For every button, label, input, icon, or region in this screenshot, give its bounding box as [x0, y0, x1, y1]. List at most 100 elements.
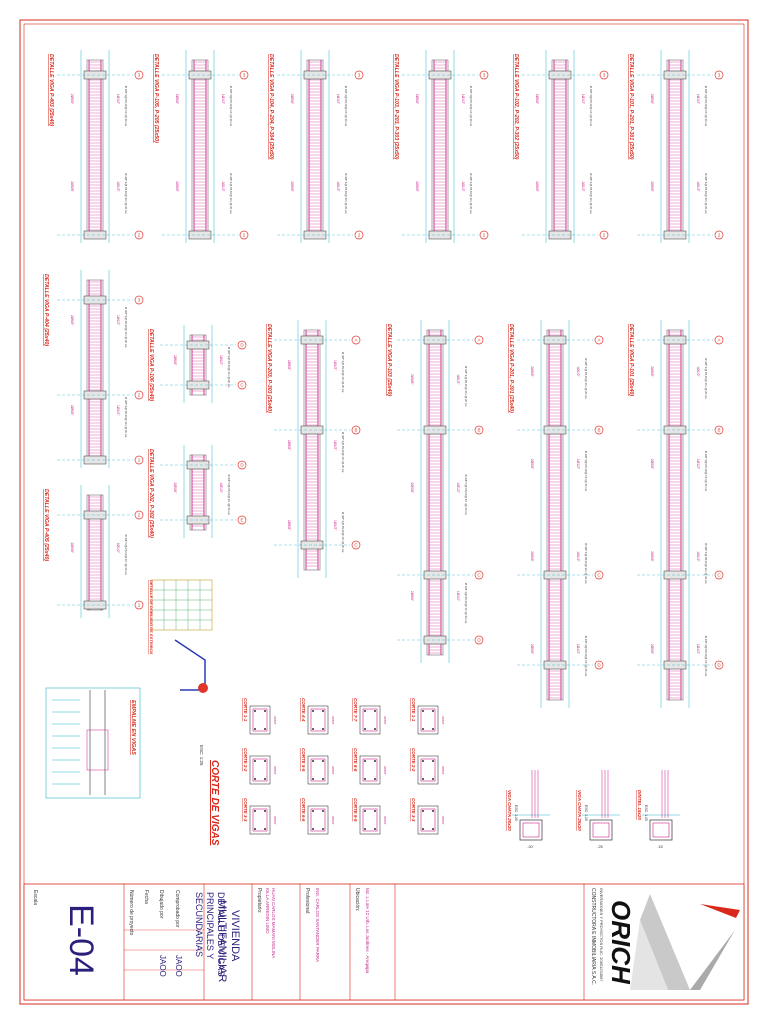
section-outline [307, 755, 329, 785]
grid-axis-label: 2 [483, 233, 486, 238]
grid-axis-label: D [477, 638, 481, 643]
beam-outline [426, 329, 444, 656]
rebar-label: 1Ø1/2" [116, 94, 120, 105]
grid-axis-label: D [240, 463, 244, 468]
rebar-dot [254, 728, 256, 730]
grid-axis-label: C [240, 383, 244, 388]
grid-axis-label: C [477, 573, 481, 578]
sheet-number: E-04 [62, 904, 100, 976]
rebar-label: 2Ø5/8" [650, 94, 654, 105]
grid-axis-bubble [134, 230, 144, 240]
stirrup-note: Ø 3/8":1@.05,10@.10 r@.20 c/e [584, 543, 588, 584]
stirrup-note: Ø 3/8":1@.05,10@.10 r@.20 c/e [704, 358, 708, 399]
rebar-dot [422, 778, 424, 780]
rebar-dot [374, 710, 376, 712]
beam-title: DETALLE VIGA P-104, P-204, P-304 (25x50) [268, 54, 274, 160]
stirrup-note: Ø 3/8":1@.05,10@.10 r@.20 c/e [469, 86, 473, 127]
grid-axis-bubble [594, 570, 604, 580]
section-rebar-label: 2Ø5/8" [273, 716, 277, 725]
grid-axis-label: 2 [718, 233, 721, 238]
rebar-dot [374, 760, 376, 762]
section-stirrup [420, 808, 436, 832]
grid-axis-label: 2 [358, 233, 361, 238]
grid-axis-bubble [474, 425, 484, 435]
rebar-label: 1Ø1/2" [581, 181, 585, 192]
stirrup-note: Ø 3/8":1@.05,10@.10 r@.20 c/e [229, 86, 233, 127]
section-rebar-label: 2Ø5/8" [441, 816, 445, 825]
rebar-dot [364, 710, 366, 712]
rebar-dot [422, 828, 424, 830]
grid-axis-bubble [594, 335, 604, 345]
section-stirrup [252, 708, 268, 732]
grid-axis-bubble [599, 70, 609, 80]
grid-axis-label: 2 [138, 513, 141, 518]
rebar-label: 2Ø5/8" [290, 94, 294, 105]
grid-axis-label: 3 [138, 73, 141, 78]
section-stirrup [362, 708, 378, 732]
stirrup-note: Ø 3/8":1@.05,10@.10 r@.20 c/e [124, 173, 128, 214]
section-outline [249, 805, 271, 835]
grid-axis-bubble [714, 660, 724, 670]
title-block: E-04 Escala Número de proyecto Fecha Dib… [23, 883, 745, 1001]
section-outline [417, 705, 439, 735]
beam-outline [189, 334, 207, 396]
rebar-dot [254, 760, 256, 762]
section-stirrup [252, 808, 268, 832]
grid-axis-label: C [597, 573, 601, 578]
flat-beam-stirrup [522, 822, 540, 838]
section-cut: CORTE 1-1 2Ø5/8" [243, 698, 277, 735]
grid-axis-label: 2 [138, 233, 141, 238]
section-title: CORTE 1-1 [243, 698, 248, 722]
grid-axis-label: D [240, 343, 244, 348]
stirrup-note: Ø 3/8":1@.05,10@.10 r@.20 c/e [464, 583, 468, 624]
rebar-label: 2Ø5/8" [650, 644, 654, 655]
rebar-dot [264, 710, 266, 712]
section-outline [359, 755, 381, 785]
stirrup-note: Ø 3/8":1@.05,10@.10 r@.20 c/e [704, 636, 708, 677]
section-rebar-label: 2Ø5/8" [273, 816, 277, 825]
rebar-label: 2Ø5/8" [530, 459, 534, 470]
grid-axis-label: A [477, 338, 480, 343]
grid-axis-label: 3 [483, 73, 486, 78]
stirrup-note: Ø 3/8":1@.05,10@.10 r@.20 c/e [341, 512, 345, 553]
rebar-label: 2Ø5/8" [650, 459, 654, 470]
owner-sub: HUAN CARLOS MAMANI MOLINA [271, 888, 276, 958]
beam-outline [86, 494, 104, 611]
stirrup-note: Ø 3/8":1@.05,10@.10 r@.20 c/e [124, 535, 128, 576]
rebar-label: 1Ø1/2" [696, 181, 700, 192]
stirrup-note: Ø 3/8":1@.05,10@.10 r@.20 c/e [124, 86, 128, 127]
stirrup-note: Ø 3/8":1@.05,10@.10 r@.20 c/e [589, 173, 593, 214]
bend-hook [174, 639, 206, 691]
bend-pin [198, 683, 208, 693]
rebar-label: 1Ø1/2" [116, 543, 120, 554]
rebar-label: 1Ø1/2" [696, 366, 700, 377]
beam-title: DETALLE VIGA P-405 (25x40) [43, 489, 49, 561]
section-stirrup [420, 708, 436, 732]
section-outline [249, 755, 271, 785]
field-value-drawn-by: JAOO [158, 955, 167, 977]
section-rebar-label: 2Ø5/8" [441, 716, 445, 725]
owner-name: KILLA ARREDIN LIMO [265, 888, 270, 934]
rebar-dot [264, 728, 266, 730]
grid-axis-label: 3 [358, 73, 361, 78]
grid-axis-label: B [597, 428, 600, 433]
rebar-label: 1Ø1/2" [221, 94, 225, 105]
beam-outline [546, 329, 564, 701]
beam-title: DETALLE VIGA P-403 (25x40) [48, 54, 54, 126]
bend-table-frame [151, 579, 213, 631]
grid-axis-bubble [134, 390, 144, 400]
grid-axis-bubble [134, 600, 144, 610]
grid-axis-bubble [351, 540, 361, 550]
rebar-label: 2Ø5/8" [175, 94, 179, 105]
flat-beam-outline [519, 819, 543, 841]
stirrup-note: Ø 3/8":1@.05,10@.10 r@.20 c/e [344, 86, 348, 127]
section-rebar-label: 2Ø5/8" [441, 766, 445, 775]
beams-layer: 3 2 2Ø5/8" 1Ø1/2" Ø 3/8":1@.05,10@.10 r@.20 … [43, 50, 724, 708]
rebar-label: 1Ø1/2" [333, 520, 337, 531]
flat-beam-title: VIGA CHATA 20x20 [507, 790, 512, 831]
